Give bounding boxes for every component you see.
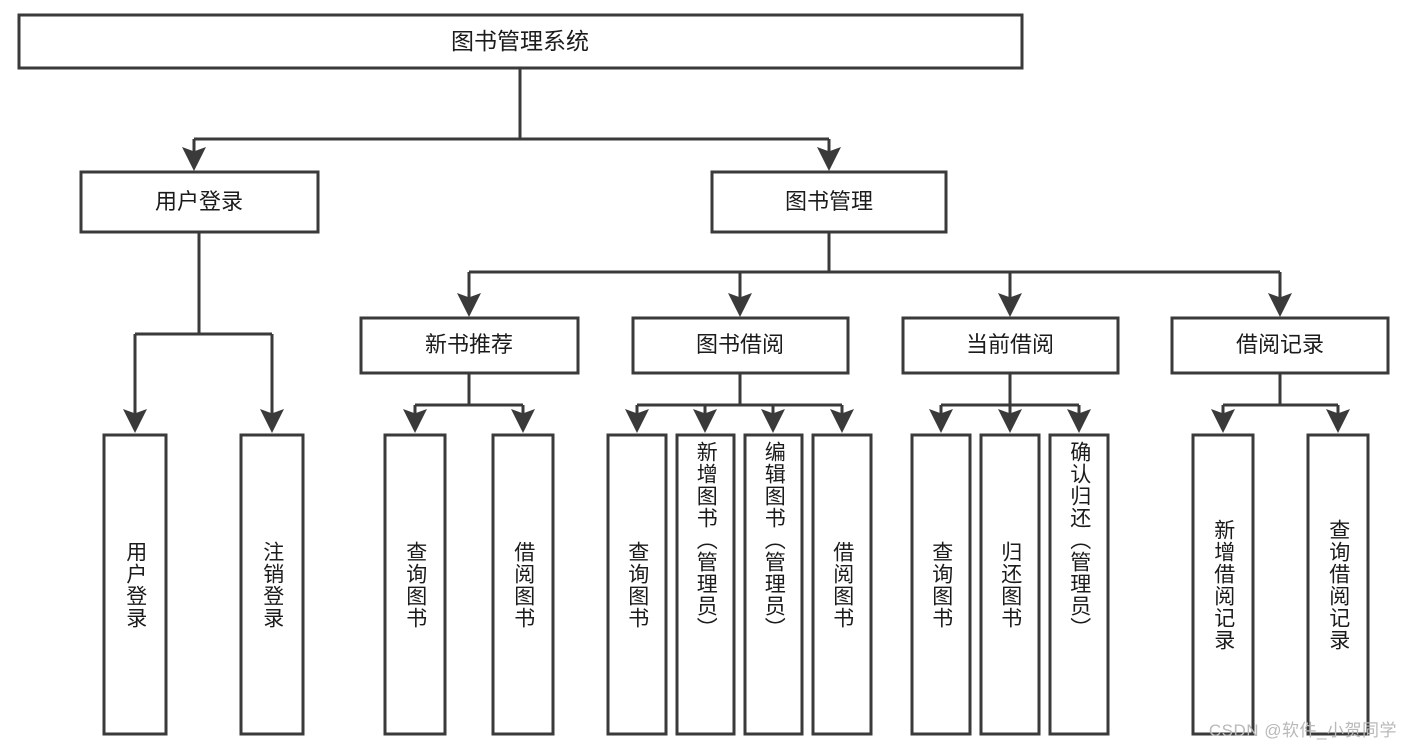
root-label: 图书管理系统	[451, 28, 589, 54]
node-borrow-record[interactable]: 借阅记录	[1170, 316, 1390, 375]
leaf-box-query-book-1[interactable]	[383, 433, 447, 736]
current-borrow-label: 当前借阅	[966, 332, 1054, 357]
leaf-box-confirm-return[interactable]	[1048, 433, 1110, 736]
book-management-label: 图书管理	[785, 189, 873, 214]
book-borrow-label: 图书借阅	[696, 332, 784, 357]
leaf-box-user-login[interactable]	[102, 433, 168, 736]
leaf-box-borrow-book-1[interactable]	[491, 433, 555, 736]
leaf-box-borrow-book-2[interactable]	[811, 433, 873, 736]
new-book-recommend-label: 新书推荐	[425, 332, 513, 357]
current-borrow-box-shape	[901, 316, 1120, 375]
node-current-borrow[interactable]: 当前借阅	[901, 316, 1120, 375]
user-login-label: 用户登录	[155, 189, 243, 214]
leaf-box-edit-book[interactable]	[743, 433, 804, 736]
leaf-box-return-book[interactable]	[979, 433, 1041, 736]
root-box-shape	[17, 13, 1024, 70]
node-user-login[interactable]: 用户登录	[79, 170, 320, 234]
leaf-box-add-record[interactable]	[1191, 433, 1255, 736]
leaf-box-query-book-3[interactable]	[910, 433, 972, 736]
csdn-watermark: CSDN @软件_小贺同学	[1208, 721, 1397, 740]
node-root[interactable]: 图书管理系统	[17, 13, 1024, 70]
book-management-box-shape	[710, 170, 948, 234]
borrow-record-label: 借阅记录	[1236, 332, 1324, 357]
node-new-book-recommend[interactable]: 新书推荐	[359, 316, 580, 375]
node-book-management[interactable]: 图书管理	[710, 170, 948, 234]
node-book-borrow[interactable]: 图书借阅	[631, 316, 850, 375]
leaf-box-add-book[interactable]	[675, 433, 736, 736]
leaf-box-query-record[interactable]	[1306, 433, 1370, 736]
borrow-record-box-shape	[1170, 316, 1390, 375]
leaf-box-user-logout[interactable]	[239, 433, 305, 736]
new-book-recommend-box-shape	[359, 316, 580, 375]
leaf-box-query-book-2[interactable]	[606, 433, 668, 736]
book-borrow-box-shape	[631, 316, 850, 375]
